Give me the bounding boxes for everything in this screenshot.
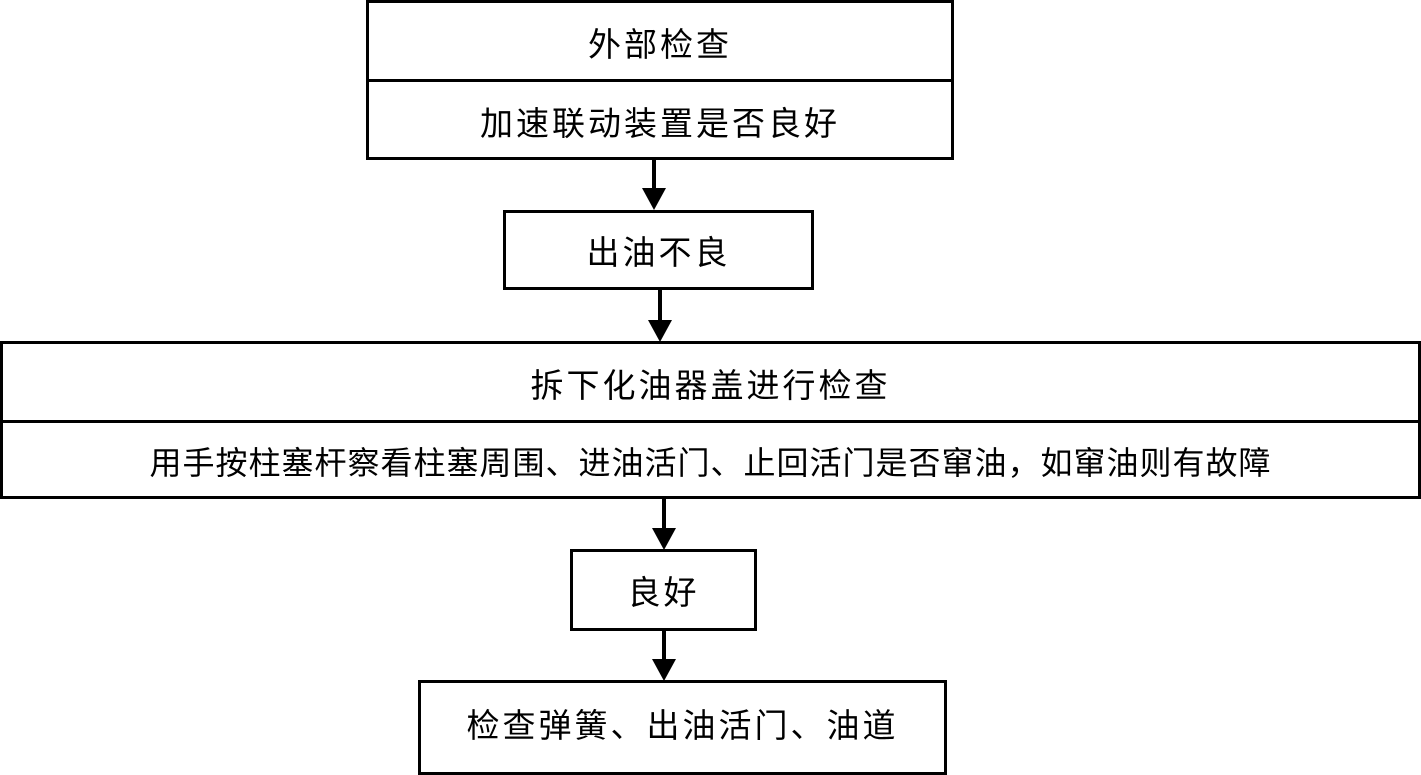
linkage-check-text: 加速联动装置是否良好 bbox=[480, 104, 840, 143]
arrow-down-3 bbox=[652, 499, 676, 550]
poor-fuel-output-box: 出油不良 bbox=[503, 210, 814, 290]
plunger-leak-check-text: 用手按柱塞杆察看柱塞周围、进油活门、止回活门是否窜油，如窜油则有故障 bbox=[149, 444, 1272, 482]
spring-valve-passage-box: 检查弹簧、出油活门、油道 bbox=[418, 680, 947, 775]
carburetor-inspection-title: 拆下化油器盖进行检查 bbox=[530, 365, 891, 405]
arrow-down-2 bbox=[648, 290, 672, 342]
arrow-down-4 bbox=[652, 631, 676, 681]
good-condition-label: 良好 bbox=[627, 573, 700, 612]
carburetor-inspection-divider bbox=[3, 420, 1418, 423]
good-condition-box: 良好 bbox=[570, 549, 757, 631]
arrow-down-1 bbox=[642, 160, 666, 210]
poor-fuel-output-label: 出油不良 bbox=[586, 233, 731, 272]
spring-valve-passage-label: 检查弹簧、出油活门、油道 bbox=[466, 706, 899, 745]
carburetor-inspection-box: 拆下化油器盖进行检查 用手按柱塞杆察看柱塞周围、进油活门、止回活门是否窜油，如窜… bbox=[0, 341, 1421, 499]
external-inspection-title: 外部检查 bbox=[588, 24, 732, 64]
external-inspection-divider bbox=[369, 79, 951, 82]
external-inspection-box: 外部检查 加速联动装置是否良好 bbox=[366, 0, 954, 160]
